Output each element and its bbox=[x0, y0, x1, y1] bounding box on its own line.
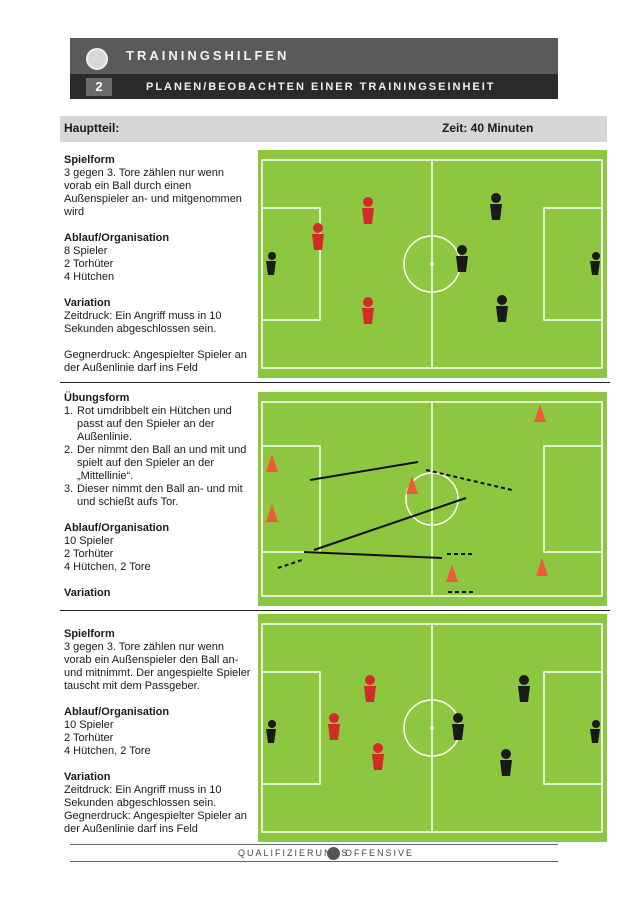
section2-org-line: 4 Hütchen, 2 Tore bbox=[64, 561, 151, 573]
header-band bbox=[70, 38, 558, 74]
footer-band bbox=[70, 844, 558, 862]
time-label: Zeit: 40 Minuten bbox=[442, 121, 534, 135]
section1-org-line: 4 Hütchen bbox=[64, 271, 115, 283]
cone bbox=[406, 476, 418, 494]
section3-body-line: tauscht mit dem Passgeber. bbox=[64, 680, 200, 692]
section3-title: Spielform bbox=[64, 628, 115, 640]
section1-text: Spielform 3 gegen 3. Tore zählen nur wen… bbox=[64, 154, 256, 375]
pitch-diagram-2 bbox=[258, 392, 607, 606]
step-item: 2. Der nimmt den Ball an und mit und spi… bbox=[64, 444, 247, 482]
step-item: 1. Rot umdribbelt ein Hütchen und passt … bbox=[64, 405, 232, 443]
section3-body-line: und mitnimmt. Der angespielte Spieler bbox=[64, 667, 251, 679]
section2-text: Übungsform 1. Rot umdribbelt ein Hütchen… bbox=[64, 392, 256, 600]
section1-body-line: vorab ein Ball durch einen bbox=[64, 180, 192, 192]
section3-org-line: 4 Hütchen, 2 Tore bbox=[64, 745, 151, 757]
section1-org-title: Ablauf/Organisation bbox=[64, 232, 170, 244]
black-player bbox=[452, 713, 464, 740]
section3-var-title: Variation bbox=[64, 771, 111, 783]
section-divider bbox=[60, 382, 610, 383]
section3-org-line: 10 Spieler bbox=[64, 719, 114, 731]
section1-org-line: 2 Torhüter bbox=[64, 258, 114, 270]
section-divider bbox=[60, 610, 610, 611]
section2-org-line: 2 Torhüter bbox=[64, 548, 114, 560]
black-player bbox=[456, 245, 468, 272]
goalkeeper bbox=[266, 252, 276, 275]
section3-var-line: Sekunden abgeschlossen sein. bbox=[64, 797, 217, 809]
section1-var-line: Sekunden abgeschlossen sein. bbox=[64, 323, 217, 335]
cone bbox=[446, 564, 458, 582]
footer-text-left: QUALIFIZIERUNGS bbox=[238, 848, 350, 858]
black-player bbox=[500, 749, 512, 776]
cone bbox=[536, 558, 548, 576]
section3-org-title: Ablauf/Organisation bbox=[64, 706, 170, 718]
footer-logo-icon bbox=[327, 847, 340, 860]
section3-var-line: Zeitdruck: Ein Angriff muss in 10 bbox=[64, 784, 222, 796]
pitch-diagram-1 bbox=[258, 150, 607, 378]
black-player bbox=[490, 193, 502, 220]
section3-body-line: vorab ein Außenspieler den Ball an- bbox=[64, 654, 239, 666]
red-player bbox=[362, 197, 374, 224]
section1-var-line: Zeitdruck: Ein Angriff muss in 10 bbox=[64, 310, 222, 322]
footer-text-right: OFFENSIVE bbox=[345, 848, 415, 858]
goalkeeper bbox=[266, 720, 276, 743]
step-item: 3. Dieser nimmt den Ball an- und mit und… bbox=[64, 483, 243, 508]
section2-org-title: Ablauf/Organisation bbox=[64, 522, 170, 534]
red-player bbox=[362, 297, 374, 324]
pitch-diagram-3 bbox=[258, 614, 607, 842]
section3-var-line: der Außenlinie darf ins Feld bbox=[64, 823, 198, 835]
section3-body-line: 3 gegen 3. Tore zählen nur wenn bbox=[64, 641, 225, 653]
section1-org-line: 8 Spieler bbox=[64, 245, 108, 257]
cone bbox=[534, 404, 546, 422]
section-label: Hauptteil: bbox=[64, 121, 120, 135]
header-subband bbox=[70, 74, 558, 99]
cone bbox=[266, 454, 278, 472]
section3-org-line: 2 Torhüter bbox=[64, 732, 114, 744]
section2-title: Übungsform bbox=[64, 392, 130, 404]
section1-body-line: Außenspieler an- und mitgenommen bbox=[64, 193, 242, 205]
black-player bbox=[496, 295, 508, 322]
section2-org-line: 10 Spieler bbox=[64, 535, 114, 547]
section3-text: Spielform 3 gegen 3. Tore zählen nur wen… bbox=[64, 628, 256, 836]
header-subtitle: PLANEN/BEOBACHTEN EINER TRAININGSEINHEIT bbox=[146, 81, 496, 93]
header-title: TRAININGSHILFEN bbox=[126, 48, 290, 63]
section1-var2-line: Gegnerdruck: Angespielter Spieler an bbox=[64, 349, 247, 361]
goalkeeper bbox=[590, 720, 600, 743]
section1-var-title: Variation bbox=[64, 297, 111, 309]
section2-steps: 1. Rot umdribbelt ein Hütchen und passt … bbox=[64, 405, 256, 509]
goalkeeper bbox=[590, 252, 600, 275]
red-player bbox=[328, 713, 340, 740]
cone bbox=[266, 504, 278, 522]
red-player bbox=[364, 675, 376, 702]
red-player bbox=[372, 743, 384, 770]
dfb-logo-icon bbox=[86, 48, 108, 70]
section1-var2-line: der Außenlinie darf ins Feld bbox=[64, 362, 198, 374]
black-player bbox=[518, 675, 530, 702]
section-bar bbox=[60, 116, 607, 142]
section3-var-line: Gegnerdruck: Angespielter Spieler an bbox=[64, 810, 247, 822]
section1-body-line: 3 gegen 3. Tore zählen nur wenn bbox=[64, 167, 225, 179]
section1-body-line: wird bbox=[64, 206, 85, 218]
section1-title: Spielform bbox=[64, 154, 115, 166]
section2-var-title: Variation bbox=[64, 587, 111, 599]
red-player bbox=[312, 223, 324, 250]
chapter-number: 2 bbox=[86, 78, 112, 96]
